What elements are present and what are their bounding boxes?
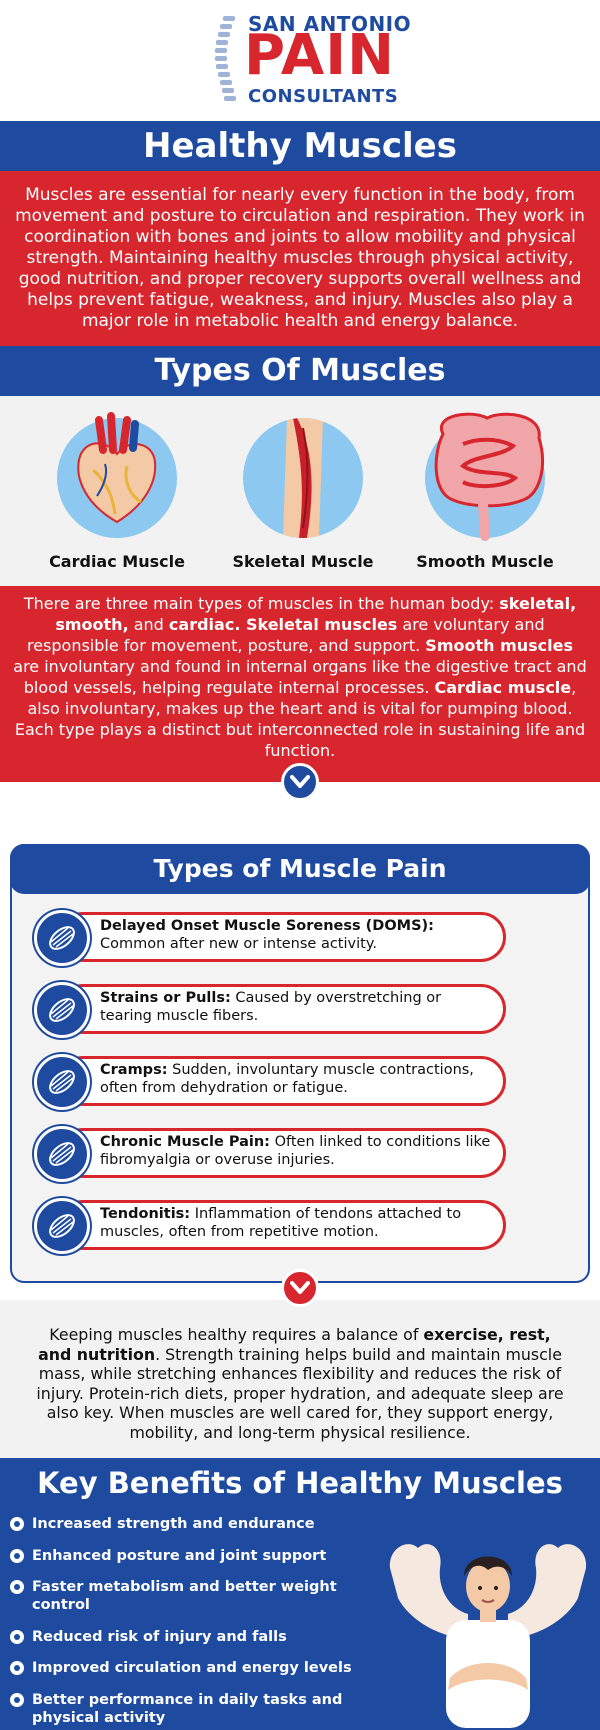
care-text: Keeping muscles healthy requires a balan… xyxy=(0,1300,600,1458)
benefit-text: Increased strength and endurance xyxy=(32,1516,315,1532)
pain-item-frame xyxy=(58,912,506,962)
pain-item-term: Delayed Onset Muscle Soreness (DOMS): xyxy=(100,918,434,934)
pain-item-frame xyxy=(58,1200,506,1250)
benefits-title: Key Benefits of Healthy Muscles xyxy=(37,1466,563,1500)
types-title: Types Of Muscles xyxy=(0,346,600,396)
pain-item-desc: Common after new or intense activity. xyxy=(100,936,377,952)
care-part: Keeping muscles healthy requires a balan… xyxy=(49,1325,424,1344)
pain-item-frame xyxy=(58,1056,506,1106)
pain-item-desc: Sudden, involuntary muscle contractions,… xyxy=(100,1062,474,1096)
pain-item: Tendonitis: Inflammation of tendons atta… xyxy=(34,1198,506,1254)
logo-main-text: PAIN xyxy=(244,23,395,88)
pain-item: Strains or Pulls: Caused by overstretchi… xyxy=(34,982,506,1038)
types-desc-part: and xyxy=(128,615,169,634)
muscle-icon xyxy=(34,1198,90,1254)
bullet-icon xyxy=(10,1661,24,1675)
benefit-text: Improved circulation and energy levels xyxy=(32,1660,352,1676)
muscle-icon xyxy=(34,1126,90,1182)
flexing-man-illustration xyxy=(389,1544,587,1728)
benefit-item: Improved circulation and energy levels xyxy=(10,1659,390,1677)
pain-item: Chronic Muscle Pain: Often linked to con… xyxy=(34,1126,506,1182)
benefit-item: Reduced risk of injury and falls xyxy=(10,1628,390,1646)
pain-item-desc: Often linked to conditions like fibromya… xyxy=(100,1134,491,1168)
type-cardiac: Cardiac Muscle xyxy=(32,412,202,571)
benefit-item: Faster metabolism and better weight cont… xyxy=(10,1578,390,1614)
muscle-icon xyxy=(34,982,90,1038)
pain-item-term: Tendonitis: xyxy=(100,1206,191,1222)
benefits-list: Increased strength and endurance Enhance… xyxy=(10,1515,390,1730)
pain-item-text: Strains or Pulls: Caused by overstretchi… xyxy=(100,989,495,1025)
chevron-down-icon xyxy=(281,763,319,801)
pain-item-desc: Inflammation of tendons attached to musc… xyxy=(100,1206,462,1240)
pain-item-text: Delayed Onset Muscle Soreness (DOMS): Co… xyxy=(100,917,495,953)
pain-item: Delayed Onset Muscle Soreness (DOMS): Co… xyxy=(34,910,506,966)
benefit-item: Increased strength and endurance xyxy=(10,1515,390,1533)
bullet-icon xyxy=(10,1692,24,1707)
benefit-text: Reduced risk of injury and falls xyxy=(32,1628,287,1645)
muscle-icon xyxy=(34,910,90,966)
spine-icon xyxy=(215,16,236,101)
type-label-smooth: Smooth Muscle xyxy=(416,552,554,571)
intro-text: Muscles are essential for nearly every f… xyxy=(0,171,600,346)
pain-item-text: Cramps: Sudden, involuntary muscle contr… xyxy=(100,1061,495,1097)
page-title: Healthy Muscles xyxy=(0,121,600,171)
logo-bottom-text: CONSULTANTS xyxy=(248,86,399,107)
pain-item: Cramps: Sudden, involuntary muscle contr… xyxy=(34,1054,506,1110)
skeletal-muscle-icon xyxy=(243,418,363,538)
pain-item-frame xyxy=(58,984,506,1034)
pain-item-term: Chronic Muscle Pain: xyxy=(100,1134,270,1150)
bullet-icon xyxy=(10,1548,24,1563)
type-skeletal: Skeletal Muscle xyxy=(218,418,388,571)
pain-item-term: Cramps: xyxy=(100,1062,168,1078)
type-smooth: Smooth Muscle xyxy=(400,412,570,571)
benefit-item: Better performance in daily tasks and ph… xyxy=(10,1691,390,1727)
benefit-text: Faster metabolism and better weight cont… xyxy=(32,1579,337,1613)
bullet-icon xyxy=(10,1629,24,1644)
bullet-icon xyxy=(10,1517,24,1531)
care-bold: exercise, rest, and nutrition xyxy=(38,1325,551,1364)
types-desc-part: , also involuntary, makes up the heart a… xyxy=(14,678,586,760)
pain-item-term: Strains or Pulls: xyxy=(100,990,231,1006)
benefit-item: Enhanced posture and joint support xyxy=(10,1547,390,1565)
types-desc-part: There are three main types of muscles in… xyxy=(23,594,500,613)
pain-item-text: Tendonitis: Inflammation of tendons atta… xyxy=(100,1205,495,1241)
care-part: . Strength training helps build and main… xyxy=(36,1344,564,1442)
types-desc-bold: skeletal, smooth, xyxy=(55,594,577,634)
logo-top-text: SAN ANTONIO xyxy=(248,12,412,36)
logo: SAN ANTONIO PAIN CONSULTANTS xyxy=(0,0,600,121)
types-desc-bold: Smooth muscles xyxy=(425,636,574,655)
benefit-text: Better performance in daily tasks and ph… xyxy=(32,1691,343,1726)
bullet-icon xyxy=(10,1580,24,1594)
types-desc-bold: cardiac. Skeletal muscles xyxy=(168,615,398,634)
types-desc-part: are voluntary and responsible for moveme… xyxy=(26,615,545,655)
pain-item-frame xyxy=(58,1128,506,1178)
types-desc-bold: Cardiac muscle xyxy=(434,678,572,697)
heart-icon xyxy=(57,412,177,538)
types-description: There are three main types of muscles in… xyxy=(0,586,600,782)
benefit-text: Enhanced posture and joint support xyxy=(32,1547,327,1564)
pain-title: Types of Muscle Pain xyxy=(10,844,590,894)
muscle-icon xyxy=(34,1054,90,1110)
pain-item-desc: Caused by overstretching or tearing musc… xyxy=(100,990,442,1024)
type-label-cardiac: Cardiac Muscle xyxy=(49,552,185,571)
intestine-icon xyxy=(425,412,545,541)
benefits-section: Key Benefits of Healthy Muscles Increase… xyxy=(0,1458,600,1730)
chevron-down-icon xyxy=(281,1269,319,1307)
type-label-skeletal: Skeletal Muscle xyxy=(232,552,374,571)
pain-item-text: Chronic Muscle Pain: Often linked to con… xyxy=(100,1133,495,1169)
types-desc-part: are involuntary and found in internal or… xyxy=(13,657,587,697)
